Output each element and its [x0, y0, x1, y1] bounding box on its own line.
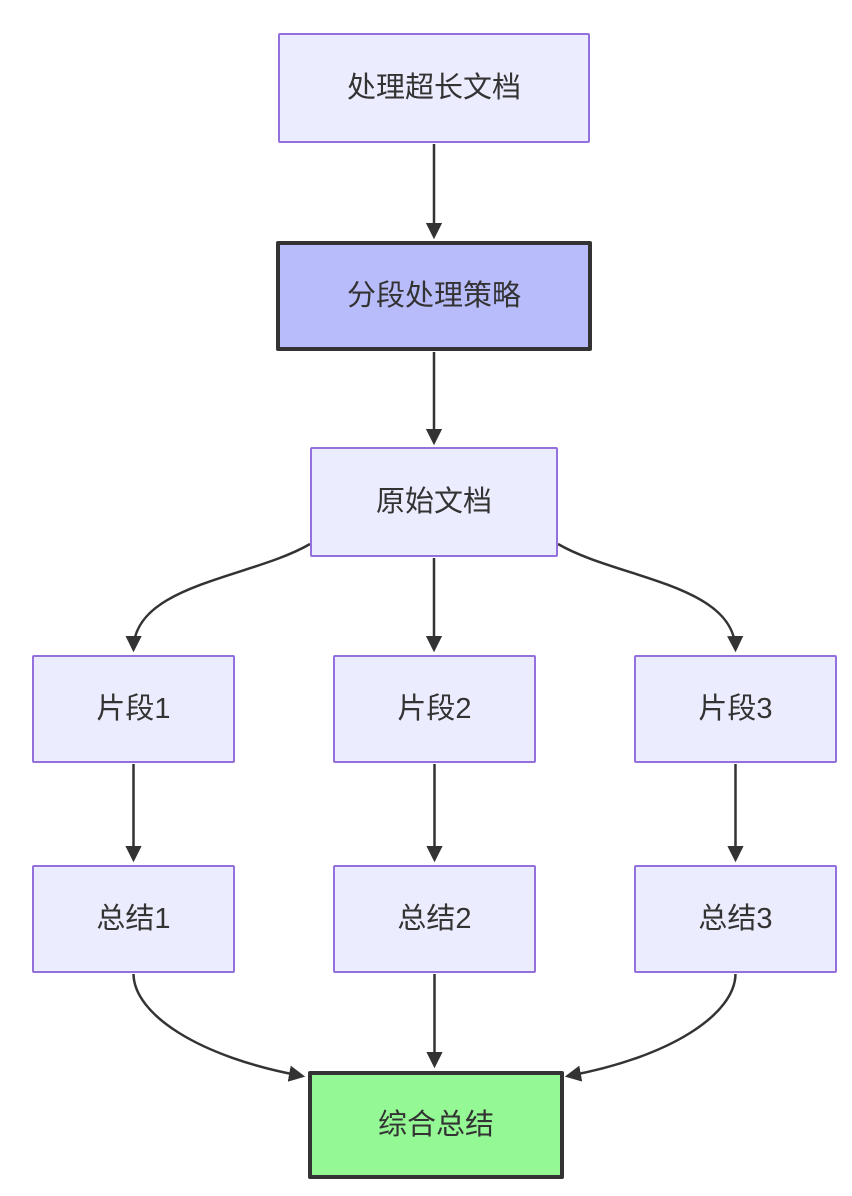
node-fragment3: 片段3: [634, 655, 837, 763]
node-source-label: 原始文档: [375, 485, 492, 518]
edge-source-to-fragment3: [557, 542, 744, 653]
node-fragment1: 片段1: [32, 655, 235, 763]
edge-source-to-fragment1: [125, 542, 311, 653]
node-summary2-label: 总结2: [397, 902, 472, 935]
edge-summary1-to-final: [132, 973, 306, 1082]
node-summary1-label: 总结1: [96, 902, 171, 935]
node-start: 处理超长文档: [278, 33, 590, 143]
node-fragment1-label: 片段1: [96, 692, 171, 725]
node-summary2: 总结2: [333, 865, 536, 973]
node-fragment3-label: 片段3: [698, 692, 773, 725]
node-summary3: 总结3: [634, 865, 837, 973]
node-strategy-label: 分段处理策略: [346, 279, 521, 312]
node-summary3-label: 总结3: [698, 902, 773, 935]
node-fragment2-label: 片段2: [397, 692, 472, 725]
edge-summary3-to-final: [564, 973, 737, 1082]
node-final-label: 综合总结: [377, 1108, 494, 1141]
node-summary1: 总结1: [32, 865, 235, 973]
node-source: 原始文档: [310, 447, 558, 557]
node-final: 综合总结: [308, 1071, 564, 1179]
node-strategy: 分段处理策略: [276, 241, 592, 351]
node-start-label: 处理超长文档: [346, 71, 521, 104]
node-fragment2: 片段2: [333, 655, 536, 763]
